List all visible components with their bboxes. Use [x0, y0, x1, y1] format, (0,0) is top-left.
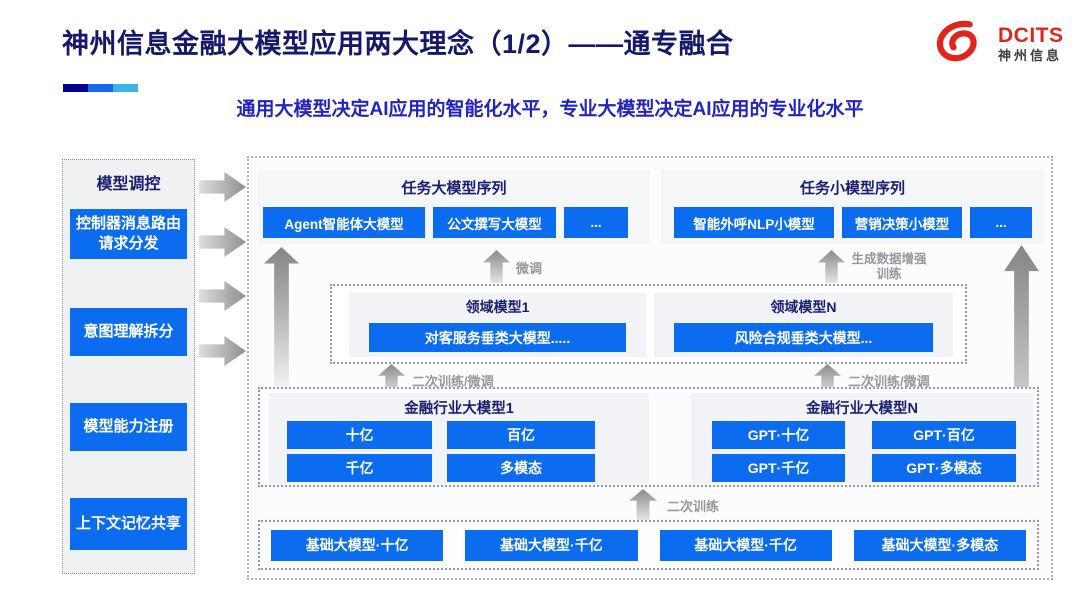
- model-box-gpt-multimodal: GPT·多模态: [872, 454, 1016, 482]
- model-box-ellipsis: ...: [564, 207, 628, 238]
- accent-segment-blue: [88, 84, 113, 92]
- model-box-ellipsis: ...: [970, 207, 1032, 238]
- base-model-container: 基础大模型·十亿 基础大模型·千亿 基础大模型·千亿 基础大模型·多模态: [258, 520, 1039, 570]
- domain-model-1-title: 领域模型1: [465, 299, 530, 315]
- task-large-model-title: 任务大模型序列: [401, 180, 507, 197]
- accent-segment-cyan: [113, 84, 138, 92]
- model-box-gpt-10b: GPT·百亿: [872, 421, 1016, 449]
- dcits-logo: DCITS 神州信息: [933, 18, 1064, 69]
- model-control-panel: 模型调控 控制器消息路由请求分发 意图理解拆分 模型能力注册 上下文记忆共享: [62, 159, 195, 574]
- model-box-document-writing: 公文撰写大模型: [433, 207, 556, 238]
- domain-model-container: 领域模型1 对客服务垂类大模型..... 领域模型N 风险合规垂类大模型...: [330, 284, 967, 364]
- model-box-base-100b-2: 基础大模型·千亿: [659, 529, 832, 561]
- model-box-1b: 十亿: [287, 421, 432, 449]
- model-box-gpt-100b: GPT·千亿: [712, 454, 845, 482]
- label-gen-data-train: 生成数据增强训练: [851, 252, 927, 281]
- industry-model-1-section: 金融行业大模型1 十亿 百亿 千亿 多模态: [269, 393, 649, 484]
- logo-brand-cn: 神州信息: [998, 47, 1063, 63]
- up-arrow-tall-icon: [264, 247, 299, 397]
- label-fine-tune: 微调: [516, 261, 543, 276]
- model-box-10b: 百亿: [447, 421, 595, 449]
- domain-model-n-title: 领域模型N: [770, 299, 837, 315]
- up-arrow-icon: [483, 250, 510, 283]
- sidebar-item-router: 控制器消息路由请求分发: [70, 209, 187, 259]
- model-box-agent: Agent智能体大模型: [263, 207, 425, 238]
- logo-brand-text: DCITS: [998, 23, 1064, 47]
- model-box-base-multimodal: 基础大模型·多模态: [853, 529, 1026, 561]
- sidebar-item-intent: 意图理解拆分: [70, 308, 187, 356]
- model-box-outbound-nlp: 智能外呼NLP小模型: [674, 207, 834, 238]
- model-box-100b: 千亿: [287, 454, 432, 482]
- sidebar-item-context: 上下文记忆共享: [70, 498, 187, 550]
- industry-model-n-section: 金融行业大模型N GPT·十亿 GPT·百亿 GPT·千亿 GPT·多模态: [691, 393, 1033, 484]
- model-box-customer-service: 对客服务垂类大模型.....: [369, 323, 626, 352]
- model-box-base-100b: 基础大模型·千亿: [465, 529, 638, 561]
- model-box-base-1b: 基础大模型·十亿: [271, 529, 444, 561]
- up-arrow-icon: [629, 489, 657, 520]
- up-arrow-icon: [818, 250, 845, 283]
- industry-model-container: 金融行业大模型1 十亿 百亿 千亿 多模态 金融行业大模型N GPT·十亿 GP…: [258, 387, 1039, 487]
- title-accent-bar: [63, 84, 138, 92]
- sidebar-item-register: 模型能力注册: [70, 403, 187, 451]
- industry-model-1-title: 金融行业大模型1: [404, 401, 514, 417]
- model-control-title: 模型调控: [96, 176, 161, 193]
- right-arrow-icon: [199, 281, 246, 311]
- domain-model-n-section: 领域模型N 风险合规垂类大模型...: [654, 293, 953, 357]
- label-secondary-bottom: 二次训练: [667, 499, 720, 514]
- industry-model-n-title: 金融行业大模型N: [806, 401, 918, 417]
- right-arrow-icon: [199, 336, 246, 366]
- model-box-marketing-decision: 营销决策小模型: [842, 207, 962, 238]
- right-arrow-icon: [199, 172, 246, 202]
- dcits-swirl-icon: [933, 18, 991, 69]
- task-small-model-section: 任务小模型序列 智能外呼NLP小模型 营销决策小模型 ...: [661, 170, 1044, 244]
- task-large-model-section: 任务大模型序列 Agent智能体大模型 公文撰写大模型 ...: [258, 170, 650, 244]
- domain-model-1-section: 领域模型1 对客服务垂类大模型.....: [349, 293, 646, 357]
- model-box-gpt-1b: GPT·十亿: [712, 421, 845, 449]
- slide-subtitle: 通用大模型决定AI应用的智能化水平，专业大模型决定AI应用的专业化水平: [236, 99, 864, 120]
- page-title: 神州信息金融大模型应用两大理念（1/2）——通专融合: [62, 29, 734, 59]
- model-architecture-container: 任务大模型序列 Agent智能体大模型 公文撰写大模型 ... 任务小模型序列 …: [247, 156, 1053, 580]
- accent-segment-dark: [63, 84, 88, 92]
- model-box-multimodal: 多模态: [447, 454, 595, 482]
- label-secondary-left: 二次训练/微调: [412, 374, 494, 389]
- model-box-risk-compliance: 风险合规垂类大模型...: [674, 323, 933, 352]
- right-arrow-icon: [199, 227, 246, 257]
- task-small-model-title: 任务小模型序列: [799, 180, 905, 197]
- label-secondary-right: 二次训练/微调: [848, 374, 930, 389]
